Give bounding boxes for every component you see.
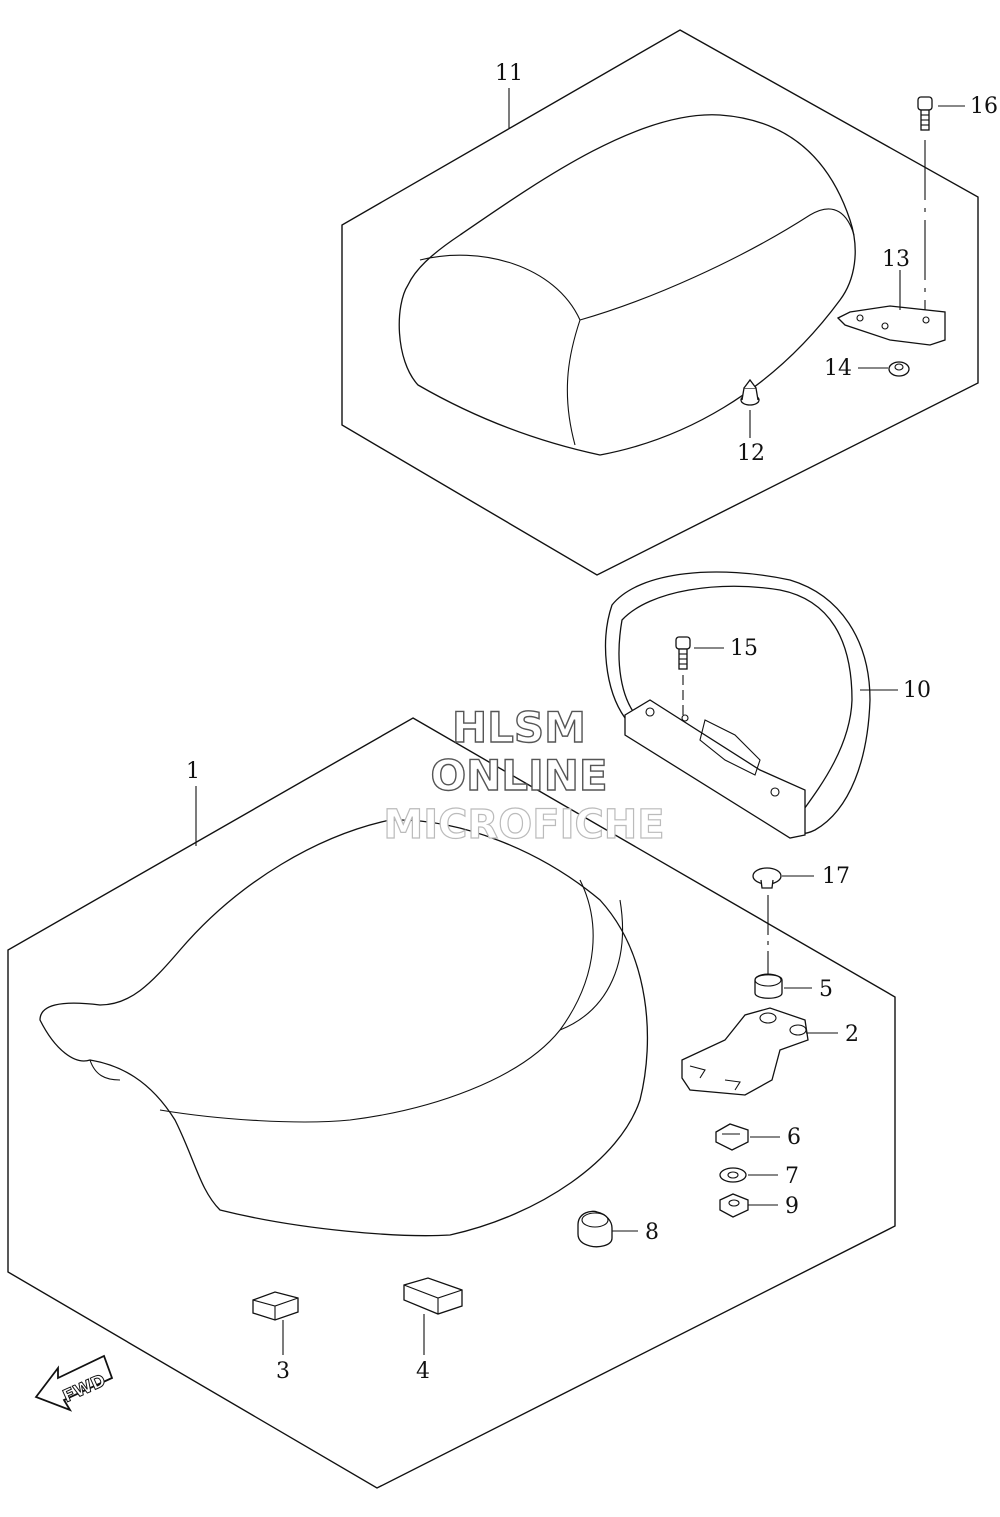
callout-4: 4 <box>416 1359 430 1384</box>
washer-7-part <box>719 1167 747 1183</box>
callout-9: 9 <box>785 1194 799 1219</box>
rear-seat-part <box>398 114 856 456</box>
callouts: 11 16 13 14 12 15 10 1 17 5 2 6 7 9 8 3 … <box>186 61 998 1384</box>
block-3-part <box>252 1291 299 1321</box>
watermark-line-1: HLSM <box>452 703 586 752</box>
callout-17: 17 <box>822 864 850 889</box>
rear-seat-group-outline <box>341 29 979 576</box>
cushion-5-part <box>754 973 783 999</box>
watermark-line-3: MICROFICHE <box>383 802 664 848</box>
leader-lines <box>195 88 965 1355</box>
callout-6: 6 <box>787 1125 801 1150</box>
clip-nut-6-part <box>715 1123 749 1151</box>
watermark-line-2: ONLINE <box>430 751 607 800</box>
watermark: HLSM ONLINE MICROFICHE <box>383 702 665 848</box>
callout-12: 12 <box>737 441 765 466</box>
damper-8-part <box>577 1210 613 1248</box>
callout-15: 15 <box>730 636 758 661</box>
bolt-16-part <box>917 96 933 131</box>
nut-14-part <box>888 361 910 377</box>
callout-10: 10 <box>903 678 931 703</box>
nut-9-part <box>719 1193 749 1218</box>
bracket-2-part <box>681 1007 809 1096</box>
callout-13: 13 <box>882 247 910 272</box>
callout-11: 11 <box>495 61 523 86</box>
callout-5: 5 <box>819 977 833 1002</box>
callout-16: 16 <box>970 94 998 119</box>
bolt-15-part <box>675 636 691 670</box>
callout-3: 3 <box>276 1359 290 1384</box>
block-4-part <box>403 1277 463 1315</box>
callout-8: 8 <box>645 1220 659 1245</box>
backrest-10-part <box>604 571 871 839</box>
bracket-13-part <box>836 305 946 346</box>
front-seat-part <box>39 819 649 1237</box>
fwd-arrow-icon: FWD <box>34 1354 114 1412</box>
front-seat-group-outline <box>7 717 896 1489</box>
callout-1: 1 <box>186 759 200 784</box>
grommet-12-part <box>740 378 760 406</box>
callout-2: 2 <box>845 1022 859 1047</box>
callout-7: 7 <box>785 1164 799 1189</box>
clip-17-part <box>752 867 782 889</box>
callout-14: 14 <box>824 356 852 381</box>
